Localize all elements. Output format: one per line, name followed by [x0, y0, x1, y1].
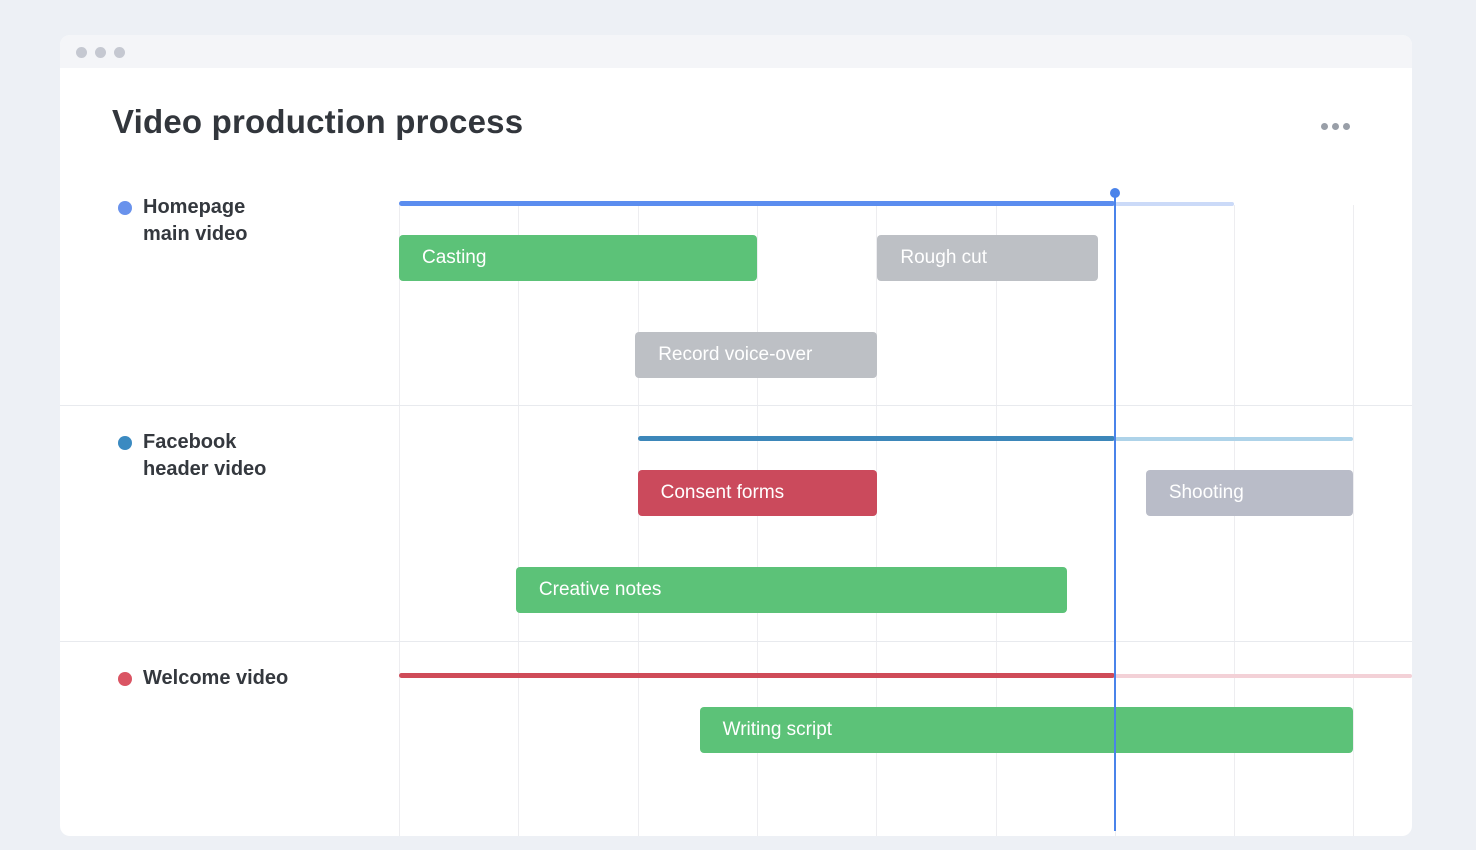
task-label: Record voice-over	[658, 344, 813, 365]
group-timeline-solid	[399, 201, 1115, 206]
group-timeline-solid	[637, 436, 1115, 441]
app-window: Video production process Homepage main vi…	[60, 35, 1412, 836]
ellipsis-icon	[1343, 123, 1350, 130]
window-titlebar	[60, 35, 1412, 68]
group-timeline-projected	[1114, 674, 1412, 678]
window-control-dot[interactable]	[76, 47, 87, 58]
task-bar-record-voice-over[interactable]: Record voice-over	[635, 332, 878, 378]
lane-divider	[60, 641, 1412, 642]
group-status-dot-icon	[118, 672, 132, 686]
group-label: Facebook header video	[118, 429, 383, 483]
task-label: Creative notes	[538, 579, 662, 600]
page-title: Video production process	[112, 103, 524, 140]
task-bar-creative-notes[interactable]: Creative notes	[515, 567, 1068, 613]
grid-column-line	[399, 205, 400, 836]
grid-column-line	[1234, 205, 1236, 836]
group-timeline-projected	[1114, 437, 1354, 441]
window-control-dot[interactable]	[95, 47, 106, 58]
task-bar-rough-cut[interactable]: Rough cut	[877, 235, 1099, 281]
ellipsis-icon	[1332, 123, 1339, 130]
group-status-dot-icon	[118, 201, 132, 215]
grid-column-line	[876, 205, 878, 836]
grid-column-line	[756, 205, 758, 836]
grid-column-line	[518, 205, 520, 836]
group-name: Homepage	[143, 196, 246, 218]
task-label: Writing script	[722, 719, 833, 740]
grid-column-line	[1353, 205, 1355, 836]
today-marker-dot-icon	[1109, 188, 1120, 198]
window-control-dots-icon[interactable]	[76, 47, 125, 58]
window-control-dot[interactable]	[114, 47, 125, 58]
task-label: Rough cut	[900, 247, 988, 268]
group-status-dot-icon	[118, 436, 132, 450]
task-bar-shooting[interactable]: Shooting	[1145, 470, 1354, 516]
task-bar-writing-script[interactable]: Writing script	[699, 707, 1354, 753]
task-bar-casting[interactable]: Casting	[399, 235, 757, 281]
more-options-button[interactable]	[1315, 117, 1356, 136]
group-name: Welcome video	[143, 667, 289, 689]
task-label: Shooting	[1168, 482, 1244, 503]
grid-column-line	[995, 205, 997, 836]
lane-divider	[60, 405, 1412, 406]
group-label: Homepage main video	[118, 194, 383, 248]
task-bar-consent-forms[interactable]: Consent forms	[637, 470, 878, 516]
grid-column-line	[637, 205, 639, 836]
group-name: header video	[143, 458, 267, 480]
group-timeline-solid	[399, 673, 1115, 678]
today-marker-line	[1113, 193, 1116, 831]
group-name: main video	[143, 223, 248, 245]
group-timeline-projected	[1114, 202, 1235, 206]
task-label: Consent forms	[660, 482, 785, 503]
group-name: Facebook	[143, 431, 237, 453]
group-label: Welcome video	[118, 665, 383, 692]
ellipsis-icon	[1321, 123, 1328, 130]
task-label: Casting	[422, 247, 487, 268]
